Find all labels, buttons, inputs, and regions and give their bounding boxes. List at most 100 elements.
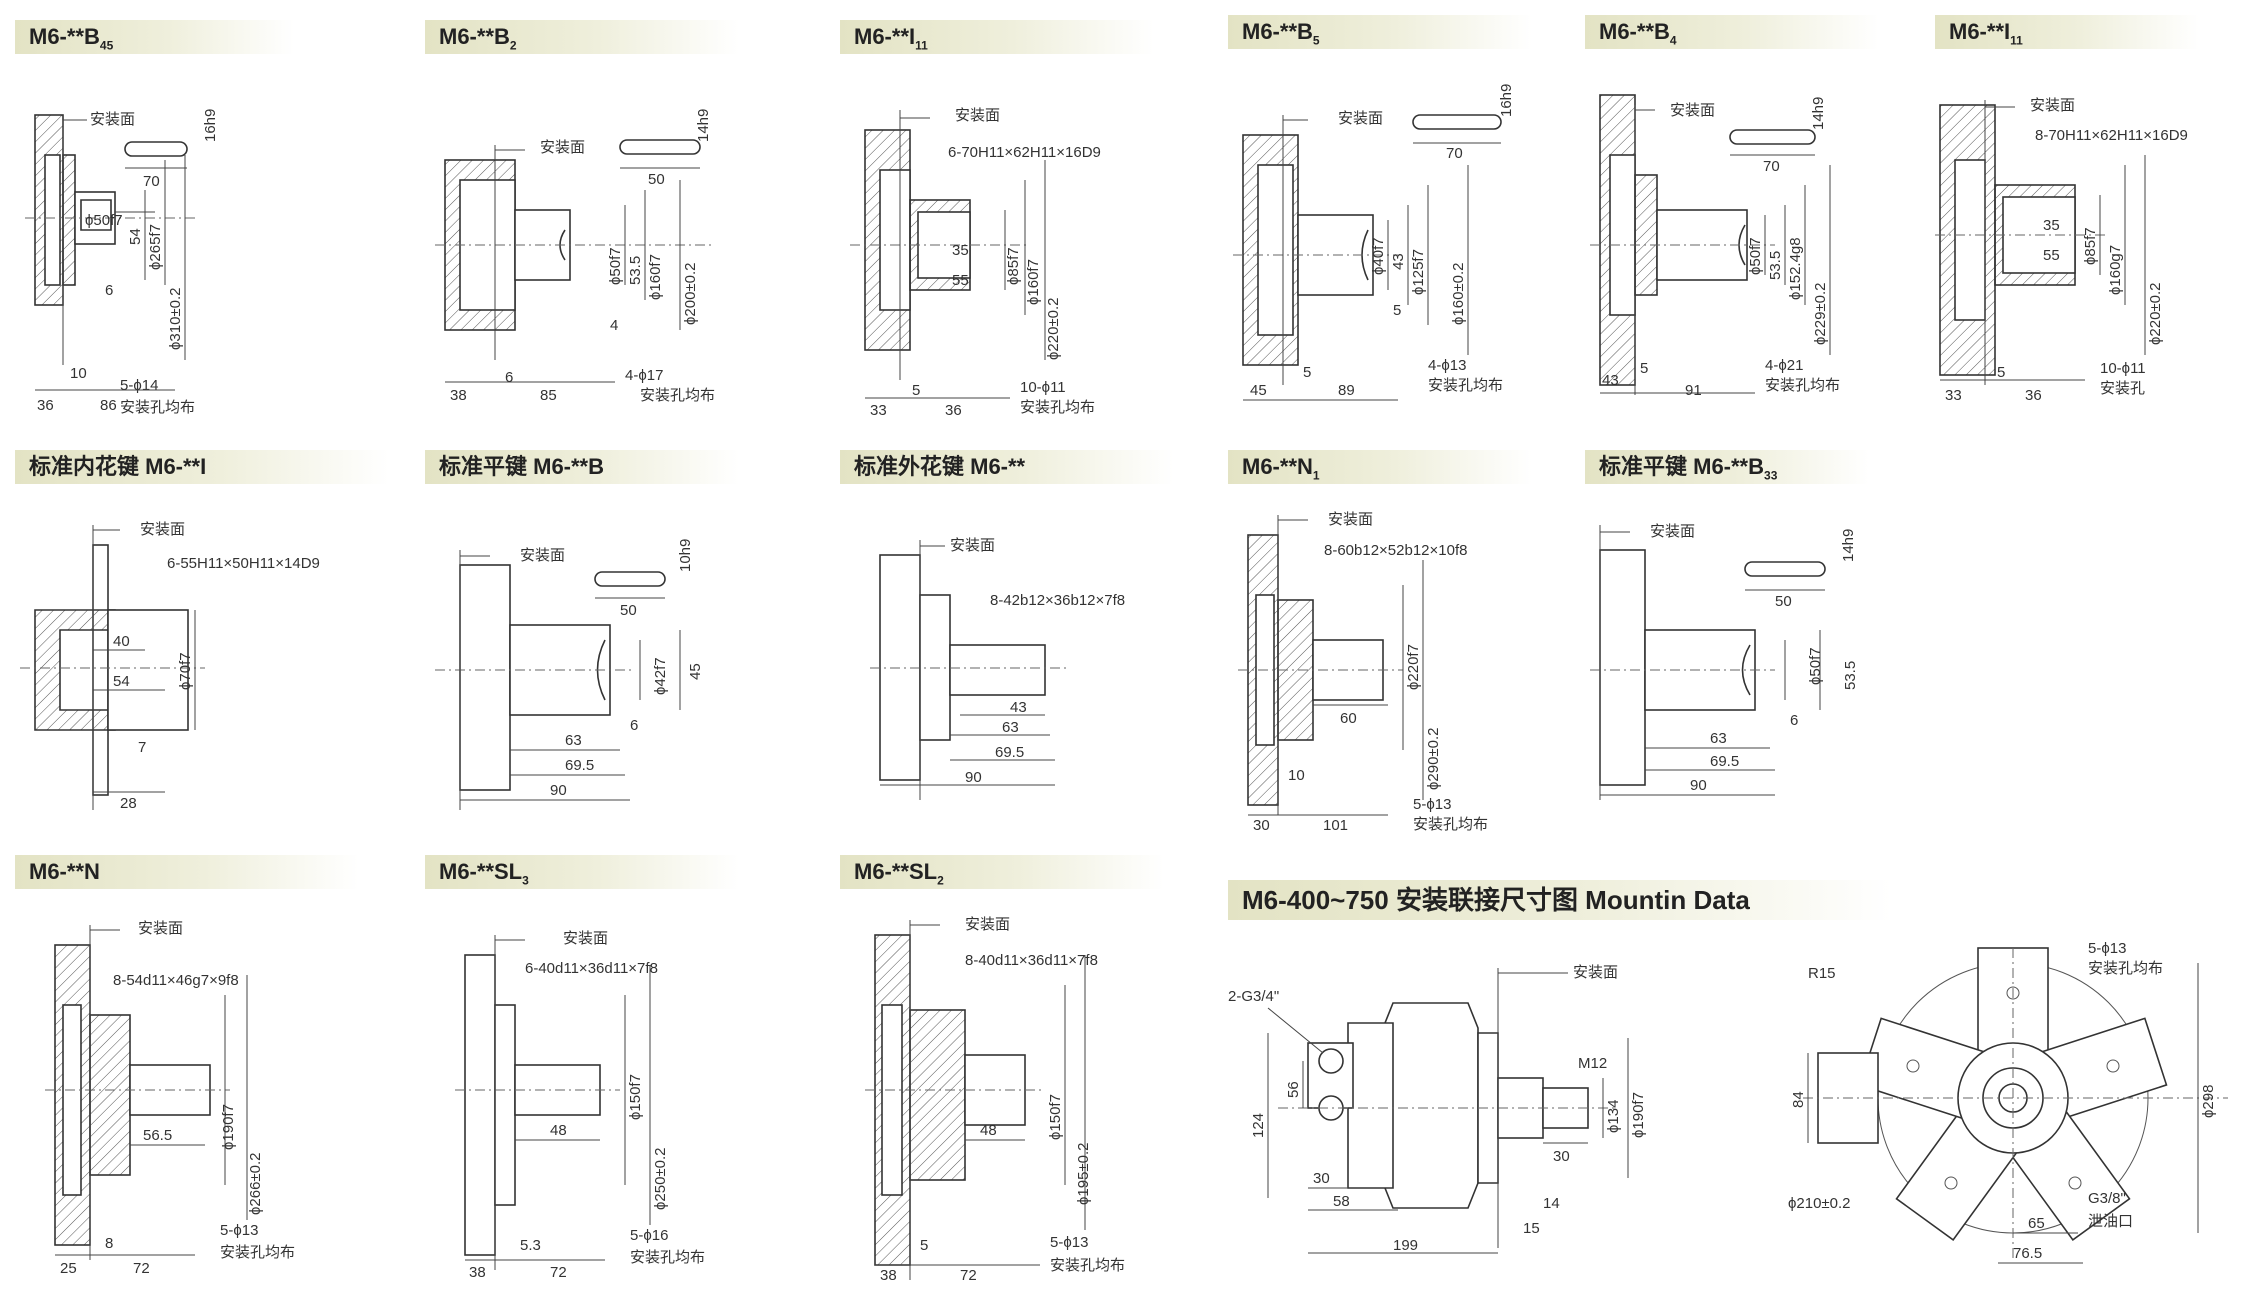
panel-p11: 标准平键 M6-**B33 安装面 50 14h9 ϕ50f7 53.5 6 6… [1585, 450, 1885, 830]
drawing-p9: 安装面 8-42b12×36b12×7f8 43 63 69.5 90 [870, 537, 1125, 800]
label-w3: 36 [945, 402, 962, 415]
label-w1: 43 [1602, 372, 1619, 389]
drawing-p13: 安装面 6-40d11×36d11×7f8 48 ϕ150f7 ϕ250±0.2… [455, 930, 705, 1281]
panel-title: M6-**I11 [1935, 15, 2199, 49]
panel-title: M6-**B5 [1228, 15, 1532, 49]
label-mount: 安装面 [965, 916, 1010, 933]
label-d1: 48 [550, 1122, 567, 1139]
panel-p9: 标准外花键 M6-** 安装面 8-42b12×36b12×7f8 43 63 … [840, 450, 1174, 830]
label-d2: 43 [1390, 253, 1407, 270]
drawing-p8: 安装面 50 10h9 ϕ42f7 45 6 63 69.5 90 [435, 539, 704, 810]
label-w3: 72 [550, 1264, 567, 1281]
label-d4: ϕ160±0.2 [1450, 262, 1467, 325]
label-spline: 8-70H11×62H11×16D9 [2035, 127, 2188, 144]
label-holes-note: 安装孔均布 [1020, 399, 1095, 415]
label-d4: 63 [565, 732, 582, 749]
label-w2: 5 [1997, 364, 2005, 381]
panel-title: M6-**I11 [840, 20, 1154, 54]
panel-title: M6-**B4 [1585, 15, 1879, 49]
label-w6: 199 [1393, 1237, 1418, 1254]
panel-mounting: M6-400~750 安装联接尺寸图 Mountin Data 安装面 2-G3… [1228, 880, 2238, 1290]
label-key-len: 50 [1775, 593, 1792, 610]
drawing-p6: 安装面 8-70H11×62H11×16D9 35 55 ϕ85f7 ϕ160g… [1935, 97, 2188, 404]
label-key-w: 14h9 [695, 109, 712, 142]
label-d5: 4 [610, 317, 618, 334]
label-d5: ϕ220±0.2 [2147, 282, 2164, 345]
label-d3: ϕ125f7 [1410, 249, 1427, 295]
label-d1: 48 [980, 1122, 997, 1139]
label-w3: 72 [133, 1260, 150, 1277]
label-port: 2-G3/4" [1228, 988, 1279, 1005]
label-d4: ϕ160f7 [1025, 259, 1042, 305]
label-spline: 6-55H11×50H11×14D9 [167, 555, 320, 572]
panel-title: 标准内花键 M6-**I [15, 450, 389, 484]
label-holes: 10-ϕ11 [1020, 379, 1066, 396]
label-d3: ϕ160f7 [647, 254, 664, 300]
label-d1: 35 [2043, 217, 2060, 234]
label-spline: 8-40d11×36d11×7f8 [965, 952, 1098, 969]
label-w1: 38 [880, 1267, 897, 1284]
label-w2: 5 [920, 1237, 928, 1254]
label-d4: ϕ310±0.2 [167, 287, 184, 350]
label-d1: ϕ50f7 [85, 212, 123, 229]
drawing-p1: 安装面 70 16h9 ϕ50f7 54 ϕ265f7 ϕ310±0.2 6 5… [25, 109, 219, 415]
label-mount: 安装面 [520, 547, 565, 564]
label-key-len: 70 [143, 173, 160, 190]
panel-p4: M6-**B5 安装面 70 16h9 ϕ40f7 43 ϕ125f7 ϕ160… [1228, 15, 1532, 410]
label-mount: 安装面 [138, 920, 183, 937]
label-d1: ϕ50f7 [1807, 647, 1824, 685]
label-d2: ϕ150f7 [1047, 1094, 1064, 1140]
label-mount: 安装面 [955, 107, 1000, 124]
label-w1: 38 [450, 387, 467, 404]
label-key-w: 10h9 [677, 539, 694, 572]
label-spline: 8-60b12×52b12×10f8 [1324, 542, 1467, 559]
label-d2: ϕ220f7 [1405, 644, 1422, 690]
label-d1: 56.5 [143, 1127, 172, 1144]
drawing-p5: 安装面 70 14h9 ϕ50f7 53.5 ϕ152.4g8 ϕ229±0.2… [1590, 94, 1840, 399]
panel-p1: M6-**B45 安装面 70 16h9 ϕ50f7 54 ϕ265f7 ϕ31… [15, 20, 294, 415]
label-d2: 45 [687, 663, 704, 680]
panel-title: 标准外花键 M6-** [840, 450, 1174, 484]
label-d4: 63 [1710, 730, 1727, 747]
label-holes-note: 安装孔均布 [120, 399, 195, 415]
label-spline: 6-70H11×62H11×16D9 [948, 144, 1101, 161]
label-d3: ϕ195±0.2 [1075, 1142, 1092, 1205]
drawing-mounting-front: R15 5-ϕ13 安装孔均布 84 ϕ298 ϕ210±0.2 G3/8" 泄… [1788, 940, 2228, 1264]
label-holes: 5-ϕ13 [1050, 1234, 1088, 1251]
label-d2: ϕ190f7 [220, 1104, 237, 1150]
label-d3: ϕ152.4g8 [1787, 237, 1804, 300]
panel-p2: M6-**B2 安装面 50 14h9 ϕ50f7 53.5 ϕ160f7 ϕ2… [425, 20, 739, 415]
label-thread: M12 [1578, 1055, 1607, 1072]
drawing-p14: 安装面 8-40d11×36d11×7f8 48 ϕ150f7 ϕ195±0.2… [865, 916, 1125, 1284]
drawing-p12: 安装面 8-54d11×46g7×9f8 56.5 ϕ190f7 ϕ266±0.… [45, 920, 295, 1277]
label-key-len: 50 [620, 602, 637, 619]
panel-title: 标准平键 M6-**B [425, 450, 739, 484]
label-w3: 86 [100, 397, 117, 414]
label-spline: 8-54d11×46g7×9f8 [113, 972, 239, 989]
panel-title: M6-**SL2 [840, 855, 1164, 889]
label-d4: ϕ229±0.2 [1812, 282, 1829, 345]
drawing-p11: 安装面 50 14h9 ϕ50f7 53.5 6 63 69.5 90 [1590, 523, 1859, 800]
label-h3: ϕ134 [1605, 1100, 1622, 1133]
panel-p10: M6-**N1 安装面 8-60b12×52b12×10f8 60 ϕ220f7… [1228, 450, 1538, 835]
label-mount: 安装面 [540, 139, 585, 156]
label-d4: ϕ200±0.2 [682, 262, 699, 325]
label-d3: 6 [1790, 712, 1798, 729]
label-w1: 65 [2028, 1215, 2045, 1232]
label-key-len: 70 [1763, 158, 1780, 175]
label-mount: 安装面 [1328, 511, 1373, 528]
label-w5: 15 [1523, 1220, 1540, 1237]
label-d5: 28 [120, 795, 137, 812]
label-d4: ϕ160g7 [2107, 245, 2124, 295]
label-mount: 安装面 [563, 930, 608, 947]
label-d3: ϕ85f7 [1005, 247, 1022, 285]
label-h2: 56 [1285, 1081, 1302, 1098]
label-holes-note: 安装孔均布 [1413, 816, 1488, 833]
label-drain-note: 泄油口 [2088, 1213, 2133, 1230]
label-holes: 5-ϕ13 [2088, 940, 2126, 957]
label-w3: 36 [2025, 387, 2042, 404]
label-d2: 53.5 [1767, 251, 1784, 280]
label-holes-note: 安装孔均布 [630, 1249, 705, 1266]
label-d5: ϕ220±0.2 [1045, 297, 1062, 360]
label-d3: 6 [630, 717, 638, 734]
